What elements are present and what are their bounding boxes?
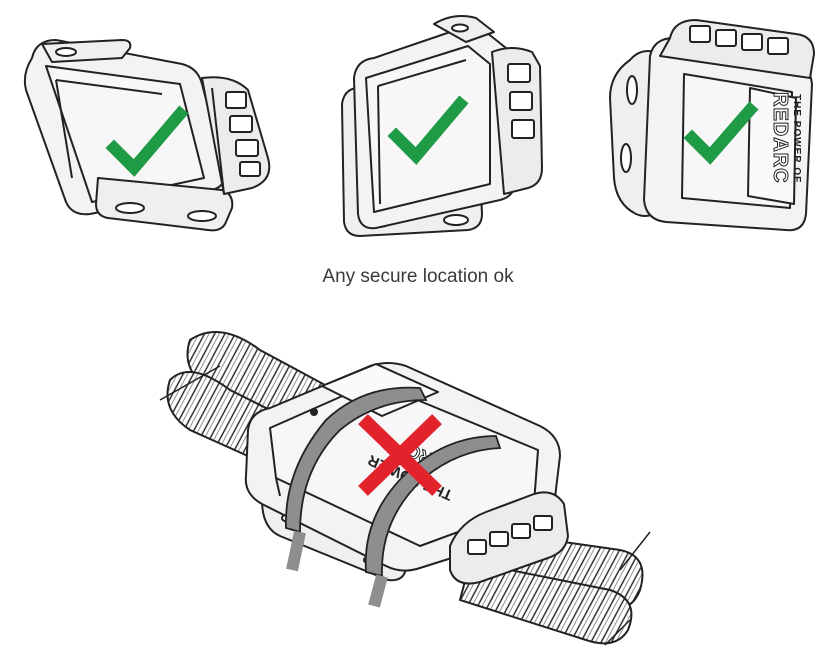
caption: Any secure location ok <box>322 266 514 287</box>
device-top-middle <box>341 15 543 237</box>
device-top-right: THE POWER OF REDARC <box>609 19 815 232</box>
cable-tie-right <box>364 435 502 608</box>
check-mark <box>105 105 189 177</box>
check-mark <box>387 95 469 165</box>
device-on-cable-loom: THE POWER ARC <box>159 331 651 646</box>
cross-mark <box>358 414 442 496</box>
device-top-left <box>23 39 271 232</box>
cable-tie-left <box>285 386 428 572</box>
check-mark <box>683 101 759 165</box>
brand-text-line2: REDARC <box>769 92 791 184</box>
brand-text-line1: THE POWER OF <box>791 94 802 183</box>
